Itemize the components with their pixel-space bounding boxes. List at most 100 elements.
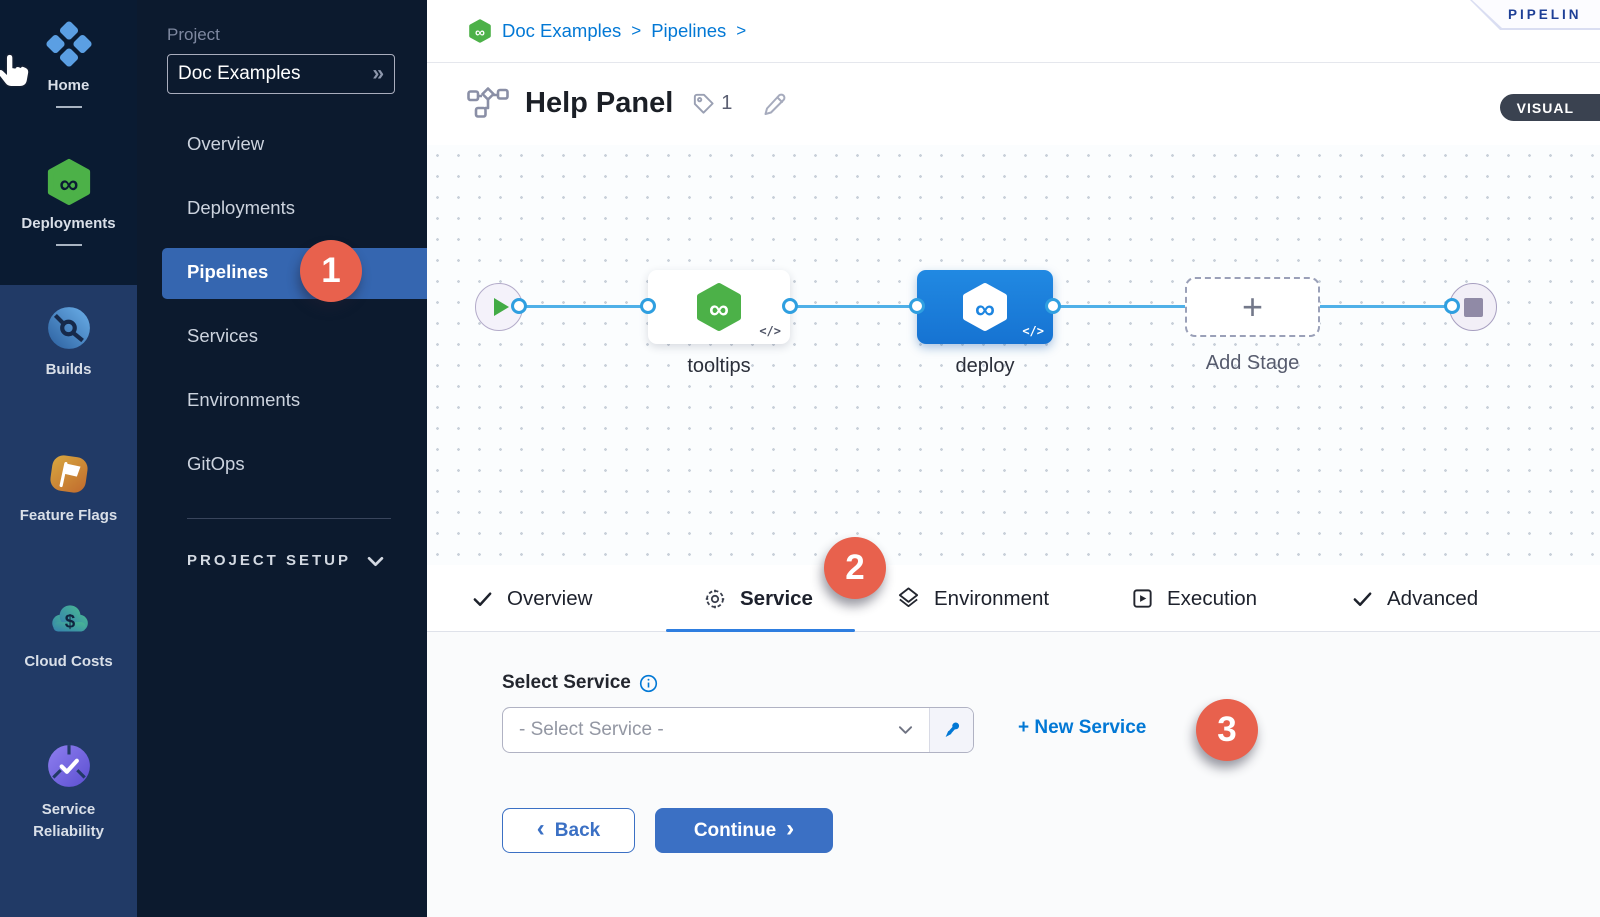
project-selector[interactable]: Doc Examples »	[167, 54, 395, 94]
harness-stage-icon: ∞	[697, 283, 741, 331]
pipeline-canvas[interactable]: ∞ </> tooltips ∞ </> deploy + Add Stage	[427, 145, 1600, 565]
module-feature-flags[interactable]: Feature Flags	[0, 450, 137, 524]
harness-project-icon: ∞	[469, 19, 491, 43]
service-select-dropdown[interactable]: - Select Service -	[503, 708, 929, 752]
sidebar-item-pipelines[interactable]: Pipelines	[162, 248, 427, 299]
hand-cursor	[0, 50, 32, 92]
edge-port[interactable]	[1444, 298, 1460, 314]
sidebar-project-setup[interactable]: PROJECT SETUP	[187, 552, 384, 569]
visual-mode-toggle[interactable]: VISUAL	[1499, 94, 1600, 121]
breadcrumb-pipelines-link[interactable]: Pipelines	[651, 20, 727, 41]
edge-port[interactable]	[640, 298, 656, 314]
stage-label-deploy: deploy	[955, 355, 1015, 377]
svg-text:∞: ∞	[59, 169, 78, 199]
tab-service[interactable]: Service	[703, 565, 813, 632]
module-rail-active-section	[0, 0, 137, 285]
sidebar-divider	[187, 518, 391, 519]
module-home-label: Home	[47, 77, 90, 94]
back-button[interactable]: ‹ Back	[502, 808, 635, 853]
project-setup-label: PROJECT SETUP	[187, 552, 352, 569]
tab-service-label: Service	[740, 586, 813, 610]
home-icon	[45, 20, 93, 68]
module-builds[interactable]: Builds	[0, 304, 137, 378]
svg-text:∞: ∞	[975, 294, 995, 325]
tab-execution-label: Execution	[1167, 586, 1258, 610]
back-button-label: Back	[554, 819, 601, 841]
select-service-label: Select Service	[502, 672, 658, 694]
project-name: Doc Examples	[178, 63, 301, 84]
info-icon[interactable]	[639, 674, 658, 693]
sidebar-item-overview[interactable]: Overview	[187, 133, 265, 154]
module-rail: Home ∞ Deployments Buil	[0, 0, 137, 917]
edit-pipeline-button[interactable]	[762, 91, 788, 117]
service-tab-panel	[427, 632, 1600, 917]
module-service-reliability-label: Service Reliability	[33, 801, 104, 840]
cloud-costs-icon: $	[45, 596, 93, 644]
check-icon	[473, 592, 492, 606]
code-view-icon[interactable]: </>	[1022, 324, 1044, 338]
stage-node-deploy[interactable]: ∞ </>	[917, 270, 1053, 344]
callout-badge-3: 3	[1196, 699, 1258, 761]
breadcrumb-separator: >	[736, 21, 747, 40]
module-feature-flags-label: Feature Flags	[19, 507, 118, 524]
breadcrumb: ∞ Doc Examples > Pipelines >	[427, 0, 1600, 62]
service-reliability-icon	[45, 742, 93, 790]
sidebar-item-gitops[interactable]: GitOps	[187, 453, 245, 474]
add-stage-label: Add Stage	[1205, 352, 1300, 374]
svg-text:∞: ∞	[475, 24, 485, 40]
callout-badge-1: 1	[300, 240, 362, 302]
edge-port[interactable]	[1045, 298, 1061, 314]
service-select-placeholder: - Select Service -	[519, 719, 664, 740]
pin-input-type-button[interactable]	[929, 708, 973, 752]
continue-button-label: Continue	[693, 819, 777, 841]
gear-icon	[705, 589, 725, 608]
visual-mode-label: VISUAL	[1516, 99, 1574, 116]
builds-icon	[45, 304, 93, 352]
module-builds-label: Builds	[45, 361, 92, 378]
chevron-down-icon	[367, 556, 384, 567]
sidebar-item-services[interactable]: Services	[187, 325, 258, 346]
breadcrumb-project-link[interactable]: Doc Examples	[502, 20, 622, 41]
feature-flags-icon	[45, 450, 93, 498]
pipeline-graph-icon	[467, 87, 509, 118]
svg-text:∞: ∞	[709, 294, 729, 325]
new-service-button[interactable]: + New Service	[1018, 717, 1147, 738]
continue-button[interactable]: Continue ›	[655, 808, 833, 853]
stage-node-tooltips[interactable]: ∞ </>	[648, 270, 790, 344]
callout-badge-2: 2	[824, 537, 886, 599]
module-service-reliability[interactable]: Service Reliability	[0, 742, 137, 843]
tab-advanced-label: Advanced	[1387, 586, 1479, 610]
stop-icon	[1463, 297, 1483, 317]
active-tab-underline	[666, 629, 855, 632]
tab-overview[interactable]: Overview	[471, 565, 592, 632]
deployments-underline	[55, 244, 82, 246]
code-view-icon[interactable]: </>	[759, 324, 781, 338]
check-icon	[1353, 592, 1372, 606]
select-service-label-text: Select Service	[502, 672, 631, 693]
tab-environment[interactable]: Environment	[896, 565, 1049, 632]
tab-execution[interactable]: Execution	[1131, 565, 1257, 632]
module-deployments[interactable]: ∞ Deployments	[0, 158, 137, 246]
sidebar-item-pipelines-label: Pipelines	[187, 261, 269, 282]
stage-config-tabs: Overview Service Environment Execution A…	[427, 565, 1600, 632]
pipeline-edge	[790, 305, 917, 308]
play-icon	[494, 298, 509, 316]
tags-control[interactable]: 1	[691, 91, 732, 116]
sidebar-item-deployments[interactable]: Deployments	[187, 197, 295, 218]
tab-advanced[interactable]: Advanced	[1351, 565, 1478, 632]
deployments-icon: ∞	[45, 158, 93, 206]
edge-port[interactable]	[782, 298, 798, 314]
edge-port[interactable]	[511, 298, 527, 314]
module-cloud-costs[interactable]: $ Cloud Costs	[0, 596, 137, 670]
harness-stage-icon: ∞	[963, 283, 1007, 331]
project-sidebar: Project Doc Examples » Overview Deployme…	[137, 0, 427, 917]
edge-port[interactable]	[909, 298, 925, 314]
pipeline-studio-ribbon: PIPELIN	[1470, 0, 1600, 30]
chevron-down-icon	[898, 726, 913, 734]
add-stage-button[interactable]: +	[1185, 277, 1320, 337]
module-home[interactable]: Home	[0, 20, 137, 108]
sidebar-item-environments[interactable]: Environments	[187, 389, 301, 410]
chevron-left-icon: ‹	[536, 815, 545, 842]
tab-overview-label: Overview	[507, 586, 593, 610]
project-expand-icon[interactable]: »	[372, 62, 384, 85]
